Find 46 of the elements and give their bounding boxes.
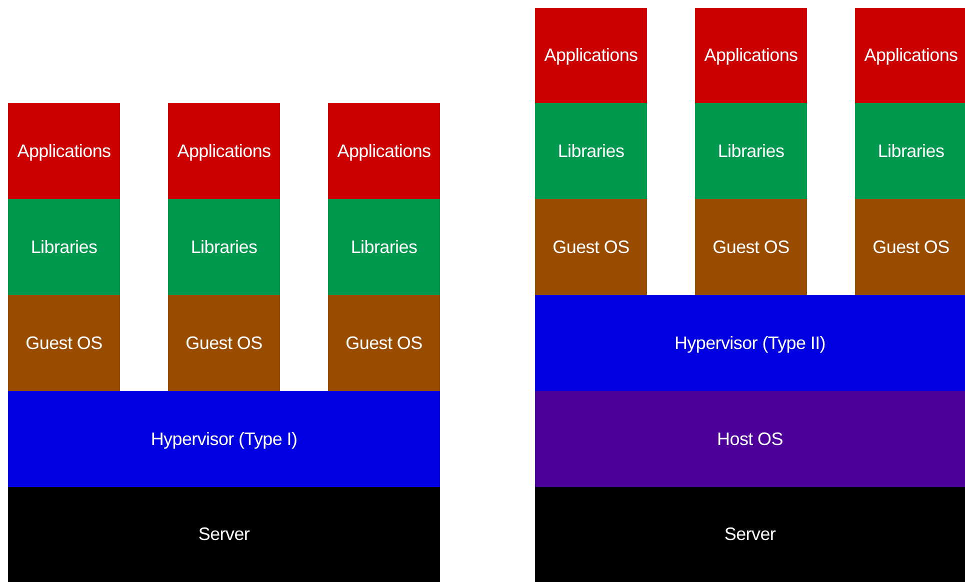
guest-os-layer <box>535 199 647 295</box>
layer-label: Applications <box>704 45 798 66</box>
layer-label: Server <box>724 524 776 545</box>
layer-label: Hypervisor (Type I) <box>150 428 298 450</box>
applications-layer <box>695 8 807 103</box>
applications-layer <box>535 8 647 103</box>
hypervisor-layer <box>535 295 965 391</box>
guest-os-layer <box>8 295 120 391</box>
applications-layer <box>328 103 440 199</box>
applications-layer <box>168 103 280 199</box>
layer-label: Applications <box>17 140 111 162</box>
applications-layer <box>855 8 965 103</box>
libraries-layer <box>328 199 440 295</box>
server-layer <box>535 487 965 582</box>
host-os-layer <box>535 391 965 487</box>
layer-label: Applications <box>864 45 958 66</box>
layer-label: Libraries <box>878 140 944 162</box>
layer-label: Applications <box>544 45 638 66</box>
libraries-layer <box>168 199 280 295</box>
libraries-layer <box>855 103 965 199</box>
layer-label: Guest OS <box>552 236 630 258</box>
server-layer <box>8 487 440 582</box>
libraries-layer <box>535 103 647 199</box>
layer-label: Applications <box>337 140 431 162</box>
layer-label: Libraries <box>190 236 258 258</box>
hypervisor-layer <box>8 391 440 487</box>
layer-label: Libraries <box>350 236 418 258</box>
layer-label: Hypervisor (Type II) <box>674 332 826 354</box>
layer-label: Libraries <box>30 236 98 258</box>
layer-label: Libraries <box>718 140 784 162</box>
guest-os-layer <box>695 199 807 295</box>
applications-layer <box>8 103 120 199</box>
libraries-layer <box>695 103 807 199</box>
layer-label: Guest OS <box>186 332 262 354</box>
layer-label: Server <box>198 524 250 545</box>
layer-label: Libraries <box>558 140 624 162</box>
layer-label: Guest OS <box>712 236 790 258</box>
libraries-layer <box>8 199 120 295</box>
layer-label: Guest OS <box>346 332 422 354</box>
guest-os-layer <box>855 199 965 295</box>
layer-label: Guest OS <box>26 332 102 354</box>
layer-label: Host OS <box>717 428 783 450</box>
layer-label: Applications <box>177 140 271 162</box>
guest-os-layer <box>328 295 440 391</box>
layer-label: Guest OS <box>872 236 950 258</box>
guest-os-layer <box>168 295 280 391</box>
